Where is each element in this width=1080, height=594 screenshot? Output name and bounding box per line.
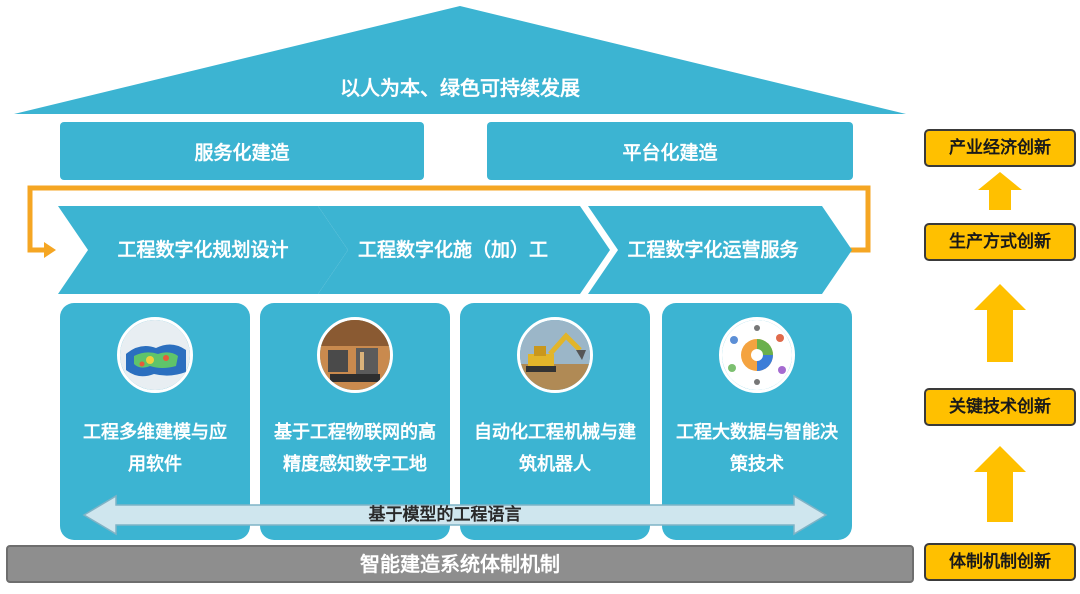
pillar-modeling-software: 工程多维建模与应 用软件	[60, 303, 250, 540]
pillar-1-line1: 工程多维建模与应	[83, 422, 227, 443]
innovation-key-technology: 关键技术创新	[924, 388, 1076, 426]
pillar-1-line2: 用软件	[128, 454, 182, 475]
pillar-2-line2: 精度感知数字工地	[283, 454, 427, 475]
language-bar-label: 基于模型的工程语言	[368, 505, 522, 525]
service-construction-box: 服务化建造	[60, 122, 424, 180]
roof-title: 以人为本、绿色可持续发展	[340, 76, 580, 100]
platform-construction-box: 平台化建造	[487, 122, 853, 180]
innovation-industry-economy: 产业经济创新	[924, 129, 1076, 167]
up-arrow-3	[974, 446, 1026, 522]
process-construction-label: 工程数字化施（加）工	[357, 239, 548, 261]
innovation-production-mode: 生产方式创新	[924, 223, 1076, 261]
feedback-loop-arrowhead	[44, 242, 56, 258]
chevron-construction	[318, 206, 610, 294]
construction-site-image	[317, 317, 393, 393]
pillar-3-line1: 自动化工程机械与建	[474, 422, 636, 443]
pillar-3-line2: 筑机器人	[519, 454, 591, 475]
up-arrow-2	[974, 284, 1026, 362]
pillar-2-line1: 基于工程物联网的高	[274, 422, 436, 443]
pillar-4-line2: 策技术	[730, 454, 784, 475]
innovation-institutional-mechanism: 体制机制创新	[924, 543, 1076, 581]
feedback-loop-line	[27, 185, 871, 253]
excavator-image	[517, 317, 593, 393]
chevron-planning	[58, 206, 348, 294]
pillar-big-data-decision: 工程大数据与智能决 策技术	[662, 303, 852, 540]
process-operation-label: 工程数字化运营服务	[627, 239, 799, 261]
pillar-iot-site: 基于工程物联网的高 精度感知数字工地	[260, 303, 450, 540]
pillar-machinery-robots: 自动化工程机械与建 筑机器人	[460, 303, 650, 540]
pillar-4-line1: 工程大数据与智能决	[676, 422, 838, 443]
up-arrow-1	[978, 172, 1022, 210]
process-planning-label: 工程数字化规划设计	[117, 239, 289, 261]
chevron-operation	[588, 206, 852, 294]
language-double-arrow	[82, 494, 828, 536]
roof-triangle	[14, 6, 906, 114]
big-data-image	[719, 317, 795, 393]
terrain-model-image	[117, 317, 193, 393]
foundation-bar: 智能建造系统体制机制	[6, 545, 914, 583]
